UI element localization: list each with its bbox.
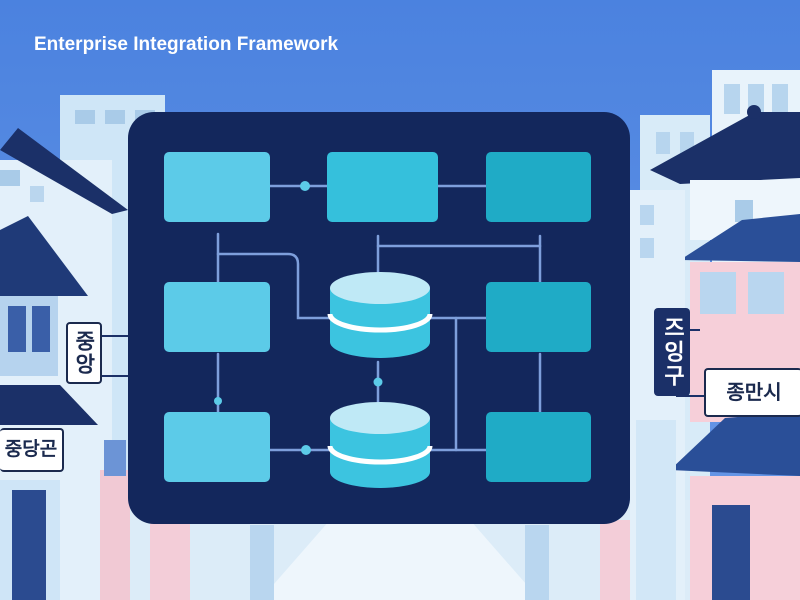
database-icon: [327, 272, 433, 358]
node-top-left: [164, 152, 270, 222]
connector-dots: [214, 181, 383, 455]
node-bottom-right: [486, 412, 591, 482]
connector-dot: [300, 181, 310, 191]
node-middle-left: [164, 282, 270, 352]
shop-sign-left-horizontal: 중당곤: [0, 428, 64, 472]
connector-dot: [301, 445, 311, 455]
shop-sign-left-vertical: 중앙: [66, 322, 103, 384]
node-top-center: [327, 152, 438, 222]
connector-dot: [373, 377, 383, 387]
shop-sign-right-vertical: 즈잉구: [654, 308, 690, 396]
node-middle-right: [486, 282, 591, 352]
shop-sign-right-horizontal: 종만시: [704, 368, 800, 417]
page-title: Enterprise Integration Framework: [34, 34, 339, 55]
node-bottom-left: [164, 412, 270, 482]
left-buildings: [0, 128, 130, 600]
connector-dot: [214, 397, 222, 405]
node-top-right: [486, 152, 591, 222]
database-icon: [327, 402, 433, 488]
system-nodes: [164, 152, 591, 482]
